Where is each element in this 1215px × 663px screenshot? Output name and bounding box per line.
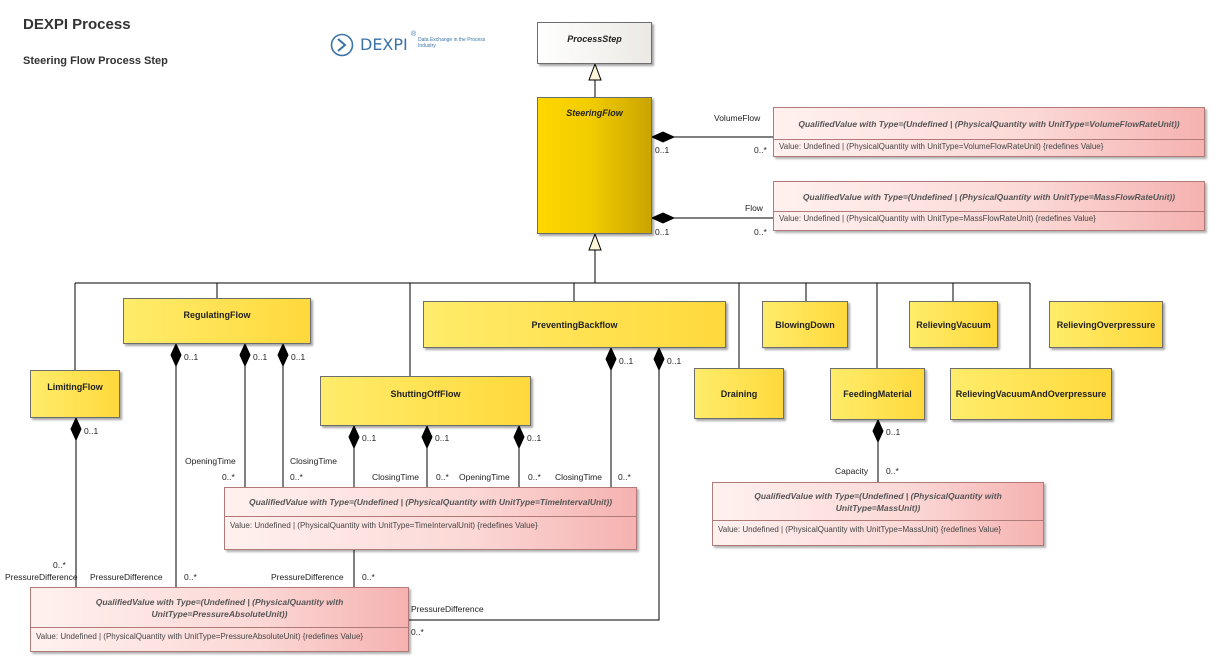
composition-diamond: [653, 346, 665, 372]
multiplicity-label: 0..1: [84, 426, 99, 436]
class-preventing-backflow[interactable]: PreventingBackflow: [423, 301, 726, 348]
class-name: RelievingVacuum: [916, 319, 991, 330]
multiplicity-label: 0..*: [362, 572, 375, 582]
class-name: SteeringFlow: [566, 108, 623, 118]
qv-title: QualifiedValue with Type=(Undefined | (P…: [225, 488, 636, 517]
class-name: RelievingVacuumAndOverpressure: [955, 389, 1107, 399]
class-name: RelievingOverpressure: [1056, 319, 1156, 330]
qv-attribute: Value: Undefined | (PhysicalQuantity wit…: [779, 142, 1104, 151]
role-label-opening-time: OpeningTime: [459, 472, 510, 482]
class-name: Draining: [720, 388, 758, 399]
role-label-opening-time: OpeningTime: [185, 456, 236, 466]
class-name: FeedingMaterial: [843, 389, 912, 399]
role-label-pressure-difference: PressureDifference: [411, 604, 484, 614]
class-relieving-overpressure[interactable]: RelievingOverpressure: [1049, 301, 1163, 348]
multiplicity-label: 0..*: [886, 466, 899, 476]
class-relieving-vacuum-and-overpressure[interactable]: RelievingVacuumAndOverpressure: [950, 368, 1112, 420]
generalization-arrowhead: [588, 232, 602, 251]
qualified-value-mass[interactable]: QualifiedValue with Type=(Undefined | (P…: [712, 482, 1044, 546]
multiplicity-label: 0..1: [886, 427, 901, 437]
qv-title: QualifiedValue with Type=(Undefined | (P…: [713, 483, 1043, 521]
multiplicity-label: 0..1: [291, 352, 306, 362]
composition-diamond: [239, 342, 251, 368]
composition-diamond: [872, 418, 884, 444]
dexpi-logo: DEXPI ® Data Exchange in the Process Ind…: [330, 30, 485, 60]
logo-tagline: Data Exchange in the Process Industry: [418, 37, 486, 49]
class-shutting-off-flow[interactable]: ShuttingOffFlow: [320, 376, 531, 426]
qv-attribute: Value: Undefined | (PhysicalQuantity wit…: [718, 525, 1002, 534]
role-label-pressure-difference: PressureDifference: [5, 572, 78, 582]
multiplicity-label: 0..*: [754, 145, 767, 155]
multiplicity-label: 0..*: [754, 227, 767, 237]
class-limiting-flow[interactable]: LimitingFlow: [30, 370, 120, 418]
qv-title: QualifiedValue with Type=(Undefined | (P…: [774, 182, 1204, 212]
multiplicity-label: 0..1: [435, 433, 450, 443]
qualified-value-time-interval[interactable]: QualifiedValue with Type=(Undefined | (P…: [224, 487, 637, 550]
qv-title: QualifiedValue with Type=(Undefined | (P…: [774, 108, 1204, 140]
role-label-closing-time: ClosingTime: [555, 472, 602, 482]
diagram-title: DEXPI Process: [23, 16, 131, 33]
multiplicity-label: 0..1: [362, 433, 377, 443]
role-label-volumeflow: VolumeFlow: [714, 113, 761, 123]
dexpi-logo-icon: [330, 33, 354, 57]
multiplicity-label: 0..*: [290, 472, 303, 482]
class-name: RegulatingFlow: [183, 310, 251, 320]
class-name: ProcessStep: [567, 34, 622, 44]
class-name: ShuttingOffFlow: [390, 389, 461, 399]
class-name: BlowingDown: [775, 319, 835, 330]
qualified-value-mass-flow-rate[interactable]: QualifiedValue with Type=(Undefined | (P…: [773, 181, 1205, 231]
multiplicity-label: 0..1: [655, 145, 670, 155]
multiplicity-label: 0..*: [222, 472, 235, 482]
qualified-value-volume-flow-rate[interactable]: QualifiedValue with Type=(Undefined | (P…: [773, 107, 1205, 157]
multiplicity-label: 0..*: [184, 572, 197, 582]
role-label-pressure-difference: PressureDifference: [90, 572, 163, 582]
qv-attribute: Value: Undefined | (PhysicalQuantity wit…: [36, 632, 364, 641]
qv-attribute: Value: Undefined | (PhysicalQuantity wit…: [779, 214, 1096, 223]
logo-registered: ®: [411, 31, 417, 38]
multiplicity-label: 0..1: [655, 227, 670, 237]
composition-diamond: [170, 342, 182, 368]
role-label-capacity: Capacity: [835, 466, 869, 476]
class-regulating-flow[interactable]: RegulatingFlow: [123, 298, 311, 344]
class-draining[interactable]: Draining: [694, 368, 784, 419]
composition-diamond: [513, 424, 525, 450]
class-feeding-material[interactable]: FeedingMaterial: [830, 368, 925, 420]
multiplicity-label: 0..*: [53, 560, 66, 570]
class-blowing-down[interactable]: BlowingDown: [762, 301, 848, 348]
composition-diamond: [277, 342, 289, 368]
multiplicity-label: 0..1: [253, 352, 268, 362]
class-process-step[interactable]: ProcessStep: [537, 22, 652, 64]
composition-diamond: [421, 424, 433, 450]
multiplicity-label: 0..1: [184, 352, 199, 362]
composition-diamond: [650, 212, 676, 224]
role-label-flow: Flow: [745, 203, 763, 213]
composition-line: [409, 370, 660, 621]
logo-word: DEXPI: [360, 35, 408, 54]
class-name: LimitingFlow: [47, 382, 103, 392]
qualified-value-pressure-absolute[interactable]: QualifiedValue with Type=(Undefined | (P…: [30, 587, 409, 652]
class-relieving-vacuum[interactable]: RelievingVacuum: [909, 301, 998, 348]
multiplicity-label: 0..*: [528, 472, 541, 482]
qv-attribute: Value: Undefined | (PhysicalQuantity wit…: [230, 521, 538, 530]
multiplicity-label: 0..*: [618, 472, 631, 482]
composition-diamond: [348, 424, 360, 450]
multiplicity-label: 0..*: [411, 627, 424, 637]
qv-title: QualifiedValue with Type=(Undefined | (P…: [31, 588, 408, 628]
multiplicity-label: 0..1: [619, 356, 634, 366]
role-label-closing-time: ClosingTime: [372, 472, 419, 482]
composition-diamond: [650, 131, 676, 143]
class-name: PreventingBackflow: [531, 319, 618, 330]
generalization-arrowhead: [588, 62, 602, 81]
role-label-closing-time: ClosingTime: [290, 456, 337, 466]
composition-diamond: [70, 416, 82, 442]
multiplicity-label: 0..1: [527, 433, 542, 443]
diagram-subtitle: Steering Flow Process Step: [23, 55, 168, 67]
composition-diamond: [605, 346, 617, 372]
class-steering-flow[interactable]: SteeringFlow: [537, 97, 652, 234]
role-label-pressure-difference: PressureDifference: [271, 572, 344, 582]
multiplicity-label: 0..1: [667, 356, 682, 366]
multiplicity-label: 0..*: [436, 472, 449, 482]
